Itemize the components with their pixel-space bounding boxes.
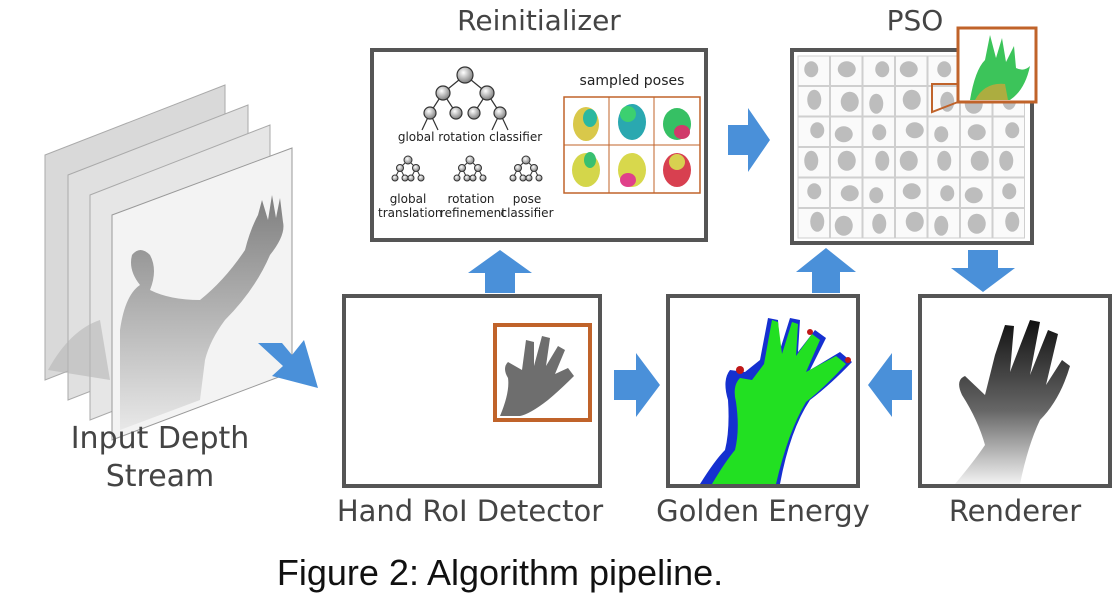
small-classifier-trees [391,155,543,182]
pso-particle-hand [905,211,924,232]
pso-particle-hand [967,124,986,141]
pso-best-hand [970,35,1030,100]
global-rotation-classifier-label: global rotation classifier [397,130,543,144]
pso-particle-hand [804,150,819,171]
figure-caption: Figure 2: Algorithm pipeline. [276,552,724,593]
pso-label: PSO [886,4,944,37]
global-translation-label: global translation [378,192,443,220]
hand-roi-detector-label: Hand RoI Detector [336,494,604,528]
pso-particle-hand [840,91,859,112]
arrow-input-to-roi [258,340,318,388]
arrow-roi-to-reinitializer [468,250,532,293]
hand-roi-highlight [493,323,592,422]
roi-hand [500,336,574,416]
sampled-poses-grid [563,96,701,194]
pso-particle-hand [934,126,949,143]
pso-particle-hand [834,126,853,143]
pso-particle-hand [810,122,825,139]
golden-energy-hand [700,318,852,484]
arrow-energy-to-pso [796,248,856,293]
pso-particle-hand [807,183,822,200]
rotation-refinement-label: rotation refinement [440,192,506,220]
pso-particle-hand [872,124,887,141]
golden-energy-label: Golden Energy [656,494,870,528]
reinitializer-label: Reinitializer [457,4,621,37]
pso-particle-hand [807,89,822,110]
pso-particle-hand [869,93,884,114]
arrow-reinitializer-to-pso [728,108,770,172]
pso-particle-hand [840,185,859,202]
arrow-pso-to-renderer [951,250,1015,292]
pso-particle-hand [837,61,856,78]
pso-particle-hand [999,150,1014,171]
pso-particle-hand [937,150,952,171]
pso-particle-hand [1005,211,1020,232]
pso-particle-hand [937,61,952,78]
sampled-poses-label: sampled poses [579,73,685,89]
pso-particle-hand [1005,122,1020,139]
pso-particle-hand [967,213,986,234]
pso-particle-hand [869,187,884,204]
pso-particle-cell [862,116,895,147]
pso-particle-hand [934,215,949,236]
pso-particle-hand [834,215,853,236]
pso-particle-hand [875,61,890,78]
renderer-label: Renderer [948,494,1082,528]
pipeline-arrows [258,108,1015,417]
pso-particle-cell [895,177,928,208]
pso-particle-hand [905,122,924,139]
input-depth-stream-frames [44,84,293,441]
pso-particle-hand [902,89,921,110]
pose-classifier-label: pose classifier [500,192,554,220]
pso-particle-hand [899,61,918,78]
pso-particle-hand [970,150,989,171]
global-rotation-tree [421,66,509,131]
rendered-hand [955,320,1070,484]
pso-particle-hand [810,211,825,232]
arrow-renderer-to-energy [868,353,912,417]
pso-particle-hand [875,150,890,171]
arrow-roi-to-energy [614,353,660,417]
input-depth-stream-label: Input Depth Stream [70,421,250,494]
pso-particle-hand [902,183,921,200]
pso-particle-hand [940,185,955,202]
pso-particle-hand [964,187,983,204]
pso-particle-hand [804,61,819,78]
pso-particle-hand [1002,183,1017,200]
pso-particle-hand [837,150,856,171]
pso-particle-hand [899,150,918,171]
pso-particle-hand [872,213,887,234]
